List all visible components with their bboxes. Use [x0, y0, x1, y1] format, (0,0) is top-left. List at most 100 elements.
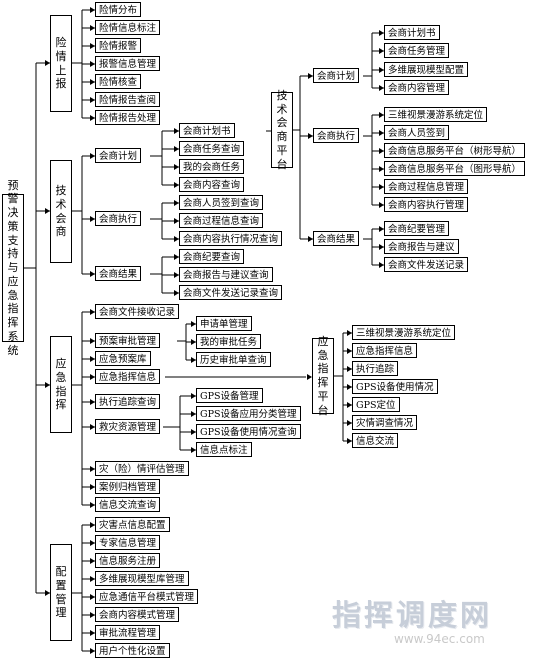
root-system-label: 预警决策支持与应急指挥系统: [7, 178, 19, 357]
arrow-head: [45, 208, 50, 214]
platform-consult-group-plan: 会商计划: [313, 68, 360, 83]
consult-exec-item: 会商过程信息查询: [179, 213, 264, 228]
platform-command-box: 应急指挥平台: [312, 335, 334, 417]
arrow-head: [90, 356, 95, 362]
arrow-head: [90, 612, 95, 618]
resource-sub-item: GPS设备管理: [196, 388, 263, 403]
arrow-head: [191, 429, 196, 435]
hazard-item: 险情报警: [95, 38, 142, 53]
command-item: 会商文件接收记录: [95, 304, 180, 319]
arrow-head: [379, 48, 384, 54]
arrow-head: [308, 73, 313, 79]
arrow-head: [174, 254, 179, 260]
arrow-head: [90, 115, 95, 121]
arrow-head: [90, 153, 95, 159]
platform-command-item: 应急指挥信息: [352, 343, 418, 358]
arrow-head: [174, 290, 179, 296]
arrow-head: [90, 338, 95, 344]
config-item: 灾害点信息配置: [95, 517, 170, 532]
platform-exec-item: 会商过程信息管理: [384, 179, 469, 194]
arrow-head: [90, 79, 95, 85]
hazard-item: 险情报告处理: [95, 110, 161, 125]
hazard-item: 险情报告查阅: [95, 92, 161, 107]
module-emergency-command-label: 应急指挥: [55, 357, 67, 412]
platform-result-item: 会商报告与建议: [384, 239, 459, 254]
arrow-head: [174, 218, 179, 224]
arrow-head: [90, 424, 95, 430]
watermark-logo: 指挥调度网 www.94ec.com: [332, 592, 540, 646]
consult-result-item: 会商文件发送记录查询: [179, 285, 283, 300]
platform-plan-item: 多维展现模型配置: [384, 62, 469, 77]
arrow-head: [308, 236, 313, 242]
resource-sub-item: 信息点标注: [196, 442, 252, 457]
hazard-item: 报警信息管理: [95, 56, 161, 71]
consult-plan-item: 会商任务查询: [179, 141, 245, 156]
watermark-title: 指挥调度网: [332, 598, 493, 632]
arrow-head: [379, 166, 384, 172]
hazard-item: 险情分布: [95, 2, 142, 17]
arrow-head: [347, 438, 352, 444]
module-config-manage: 配置管理: [50, 544, 72, 641]
platform-command-item: 信息交流: [352, 433, 399, 448]
arrow-head: [379, 262, 384, 268]
platform-result-item: 会商文件发送记录: [384, 257, 469, 272]
arrow-head: [174, 236, 179, 242]
platform-consult-box: 技术会商平台: [271, 89, 293, 171]
arrow-head: [174, 182, 179, 188]
arrow-head: [45, 60, 50, 66]
command-item: 执行追踪查询: [95, 394, 161, 409]
platform-result-item: 会商纪要管理: [384, 221, 450, 236]
config-item: 会商内容模式管理: [95, 607, 180, 622]
platform-plan-item: 会商内容管理: [384, 80, 450, 95]
arrow-head: [347, 330, 352, 336]
arrow-head: [90, 7, 95, 13]
command-item: 应急指挥信息: [95, 369, 161, 384]
command-item: 信息交流查询: [95, 497, 161, 512]
arrow-head: [379, 67, 384, 73]
approval-sub-item: 我的审批任务: [196, 334, 262, 349]
arrow-head: [174, 164, 179, 170]
arrow-head: [174, 128, 179, 134]
command-item: 案例归档管理: [95, 479, 161, 494]
platform-consult-group-result: 会商结果: [313, 231, 360, 246]
arrow-head: [379, 226, 384, 232]
consult-result-item: 会商纪要查询: [179, 249, 245, 264]
arrow-head: [174, 272, 179, 278]
arrow-head: [379, 130, 384, 136]
module-hazard-report-label: 险情上报: [55, 36, 67, 91]
arrow-head: [191, 393, 196, 399]
platform-command-item: 灾情调查情况: [352, 415, 418, 430]
arrow-head: [191, 321, 196, 327]
consult-plan-item: 会商计划书: [179, 123, 235, 138]
platform-exec-item: 会商信息服务平台（树形导航）: [384, 143, 526, 158]
arrow-head: [90, 61, 95, 67]
arrow-head: [174, 146, 179, 152]
module-config-manage-label: 配置管理: [55, 565, 67, 620]
arrow-head: [90, 25, 95, 31]
consult-result-item: 会商报告与建议查询: [179, 267, 273, 282]
approval-sub-item: 申请单管理: [196, 316, 252, 331]
config-item: 专家信息管理: [95, 535, 161, 550]
arrow-head: [90, 484, 95, 490]
module-tech-consult-label: 技术会商: [55, 184, 67, 239]
platform-command-item: GPS定位: [352, 397, 400, 412]
consult-exec-item: 会商人员签到查询: [179, 195, 264, 210]
arrow-head: [90, 594, 95, 600]
arrow-head: [307, 374, 312, 380]
arrow-head: [45, 382, 50, 388]
arrow-head: [191, 357, 196, 363]
arrow-head: [379, 148, 384, 154]
arrow-head: [90, 399, 95, 405]
config-item: 多维展现模型库管理: [95, 571, 189, 586]
arrow-head: [347, 366, 352, 372]
arrow-head: [90, 576, 95, 582]
platform-command-item: GPS设备使用情况: [352, 379, 438, 394]
config-item: 用户个性化设置: [95, 643, 170, 658]
arrow-head: [347, 420, 352, 426]
platform-exec-item: 三维视景漫游系统定位: [384, 107, 488, 122]
arrow-head: [347, 402, 352, 408]
platform-exec-item: 会商内容执行管理: [384, 197, 469, 212]
arrow-head: [90, 522, 95, 528]
consult-group-exec: 会商执行: [95, 211, 142, 226]
arrow-head: [191, 411, 196, 417]
